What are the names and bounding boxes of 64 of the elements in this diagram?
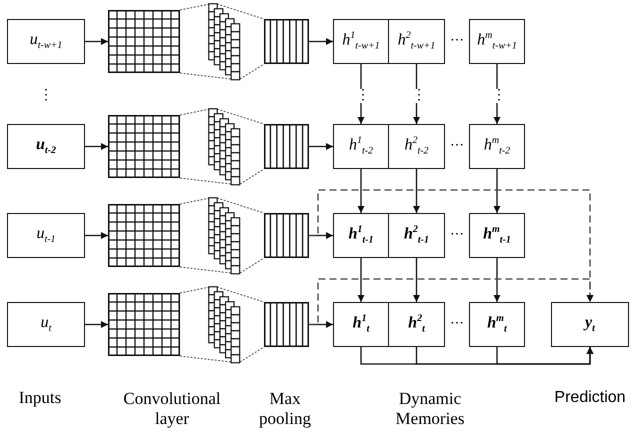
convolution-grid-drawing	[108, 293, 180, 356]
arrow	[85, 38, 108, 45]
projection-line	[180, 286, 232, 362]
feature-map-stack-drawing	[208, 3, 241, 80]
feature-map-stack-drawing	[208, 286, 241, 363]
arrow	[85, 143, 108, 150]
arrow	[413, 64, 420, 124]
input-box	[7, 213, 85, 258]
arrow	[494, 64, 500, 124]
column-caption: Dynamic Memories	[394, 388, 466, 430]
arrow	[494, 169, 500, 213]
pooling-strip-drawing	[264, 19, 309, 64]
column-caption: Convolutional layer	[122, 388, 222, 430]
pooling-strip-drawing	[264, 213, 309, 258]
arrow	[496, 347, 594, 365]
memory-cell	[333, 302, 389, 347]
arrow	[358, 64, 364, 124]
memory-cell	[388, 302, 445, 347]
projection-line	[180, 4, 232, 80]
arrow	[309, 38, 333, 45]
column-caption: Inputs	[18, 388, 62, 408]
convolution-grid-drawing	[108, 115, 180, 178]
memory-cell	[388, 213, 445, 258]
arrow	[413, 169, 420, 213]
convolution-grid-drawing	[108, 10, 180, 73]
memory-cell	[388, 124, 445, 169]
node-label: y$_{t}$	[585, 314, 595, 334]
arrow	[494, 258, 500, 302]
arrow	[85, 321, 108, 328]
arrow	[413, 258, 420, 302]
projection-line	[180, 108, 232, 184]
input-box	[7, 302, 85, 347]
arrow	[358, 258, 364, 302]
feature-map-stack-drawing	[208, 197, 241, 274]
memory-cell	[469, 302, 525, 347]
memory-cell	[333, 213, 389, 258]
memory-cell	[333, 19, 389, 64]
node-label: u$_{t}$	[40, 314, 52, 334]
pooling-strip-drawing	[264, 124, 309, 169]
projection-line	[180, 198, 232, 274]
feature-map-stack-drawing	[208, 108, 241, 185]
column-caption: Prediction	[553, 388, 627, 407]
memory-cell	[469, 213, 525, 258]
arrow	[85, 232, 108, 239]
projection-line	[216, 4, 264, 80]
memory-cell	[388, 19, 445, 64]
memory-cell	[333, 124, 389, 169]
node-label: u$_{t-w+1}$	[30, 32, 62, 52]
memory-cell	[469, 19, 525, 64]
dashed-arrow	[309, 278, 594, 326]
input-box	[7, 19, 85, 64]
arrow	[309, 143, 333, 150]
arrow	[358, 169, 364, 213]
node-label: u$_{t-1}$	[36, 226, 56, 246]
input-box	[7, 124, 85, 169]
memory-cell	[469, 124, 525, 169]
projection-line	[216, 286, 264, 362]
node-label: u$_{t-2}$	[36, 136, 56, 156]
convolution-grid-drawing	[108, 204, 180, 267]
column-caption: Max pooling	[258, 388, 312, 430]
projection-line	[216, 108, 264, 184]
projection-line	[216, 198, 264, 274]
pooling-strip-drawing	[264, 302, 309, 347]
prediction-box	[551, 302, 629, 347]
